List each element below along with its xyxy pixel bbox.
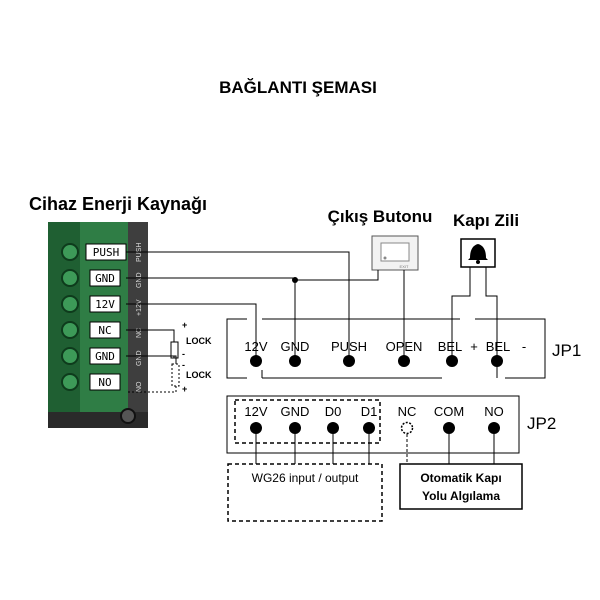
jp2-pin-12v: 12V <box>244 404 267 419</box>
door-bell-label: Kapı Zili <box>453 211 519 230</box>
screw-icon <box>61 373 79 391</box>
jp1-pin-gnd: GND <box>281 339 310 354</box>
terminal-label-no: NO <box>98 376 111 389</box>
side-label: GND <box>136 350 143 366</box>
lock-label: LOCK <box>186 370 212 380</box>
jp1-pin-12v: 12V <box>244 339 267 354</box>
side-label: NC <box>136 328 143 338</box>
jp1-block: JP1 12V GND PUSH OPEN BEL + BEL - <box>226 318 581 379</box>
terminal-label-nc: NC <box>98 324 111 337</box>
auto-detect-box <box>399 463 523 510</box>
terminal-label-12v: 12V <box>95 298 115 311</box>
jp2-pin-no: NO <box>484 404 504 419</box>
screw-icon <box>61 295 79 313</box>
terminal-label-push: PUSH <box>93 246 120 259</box>
terminal-screws <box>61 243 136 424</box>
jp1-pin-dots <box>250 355 503 367</box>
lock-minus-sign: - <box>182 360 185 370</box>
jp2-name: JP2 <box>527 414 556 433</box>
wiegand-label: WG26 input / output <box>252 471 359 485</box>
auto-detect-line1: Otomatik Kapı <box>420 471 501 485</box>
screw-icon <box>61 321 79 339</box>
screw-icon <box>61 269 79 287</box>
exit-button-label: Çıkış Butonu <box>328 207 433 226</box>
jp1-pin-push: PUSH <box>331 339 367 354</box>
jp2-pin-d0: D0 <box>325 404 342 419</box>
jp2-pin-com: COM <box>434 404 464 419</box>
exit-button-icon: EXIT <box>371 235 419 271</box>
power-source-label: Cihaz Enerji Kaynağı <box>29 194 207 214</box>
jp2-pin-dots <box>250 421 500 435</box>
jp2-pin-d1: D1 <box>361 404 378 419</box>
lock-symbols <box>126 329 180 393</box>
bell-icon <box>460 238 496 268</box>
lock-icon <box>171 363 180 387</box>
jp1-plus: + <box>470 339 478 354</box>
screw-icon <box>120 408 136 424</box>
lock-label: LOCK <box>186 336 212 346</box>
auto-detect-line2: Yolu Algılama <box>422 489 500 503</box>
side-label: GND <box>136 272 143 288</box>
terminal-labels: PUSH GND 12V NC GND NO <box>85 243 127 391</box>
side-label: NO <box>136 381 143 392</box>
screw-icon <box>61 347 79 365</box>
jp1-pin-bel-2: BEL <box>486 339 511 354</box>
jp2-pin-gnd: GND <box>281 404 310 419</box>
auto-detect-wires <box>406 434 495 464</box>
jp2-block: JP2 12V GND D0 D1 NC COM NO <box>226 395 556 454</box>
lock-plus-sign: + <box>182 320 187 330</box>
wiegand-wires <box>255 434 370 464</box>
terminal-label-gnd-2: GND <box>95 350 115 363</box>
jp1-name: JP1 <box>552 341 581 360</box>
screw-icon <box>61 243 79 261</box>
jp1-pin-open: OPEN <box>386 339 423 354</box>
diagram-title: BAĞLANTI ŞEMASI <box>219 78 377 97</box>
jp1-pin-bel: BEL <box>438 339 463 354</box>
jp1-minus: - <box>522 339 526 354</box>
lock-minus-sign: - <box>182 349 185 359</box>
lock-plus-sign: + <box>182 384 187 394</box>
terminal-block: PUSH GND +12V NC GND NO PUSH GND 12V NC … <box>48 222 148 428</box>
exit-button-caption: EXIT <box>400 264 409 269</box>
jp2-pin-nc: NC <box>398 404 417 419</box>
wiegand-box <box>227 463 383 522</box>
terminal-label-gnd: GND <box>95 272 115 285</box>
side-label: +12V <box>136 299 143 316</box>
junction-dot <box>292 277 298 283</box>
